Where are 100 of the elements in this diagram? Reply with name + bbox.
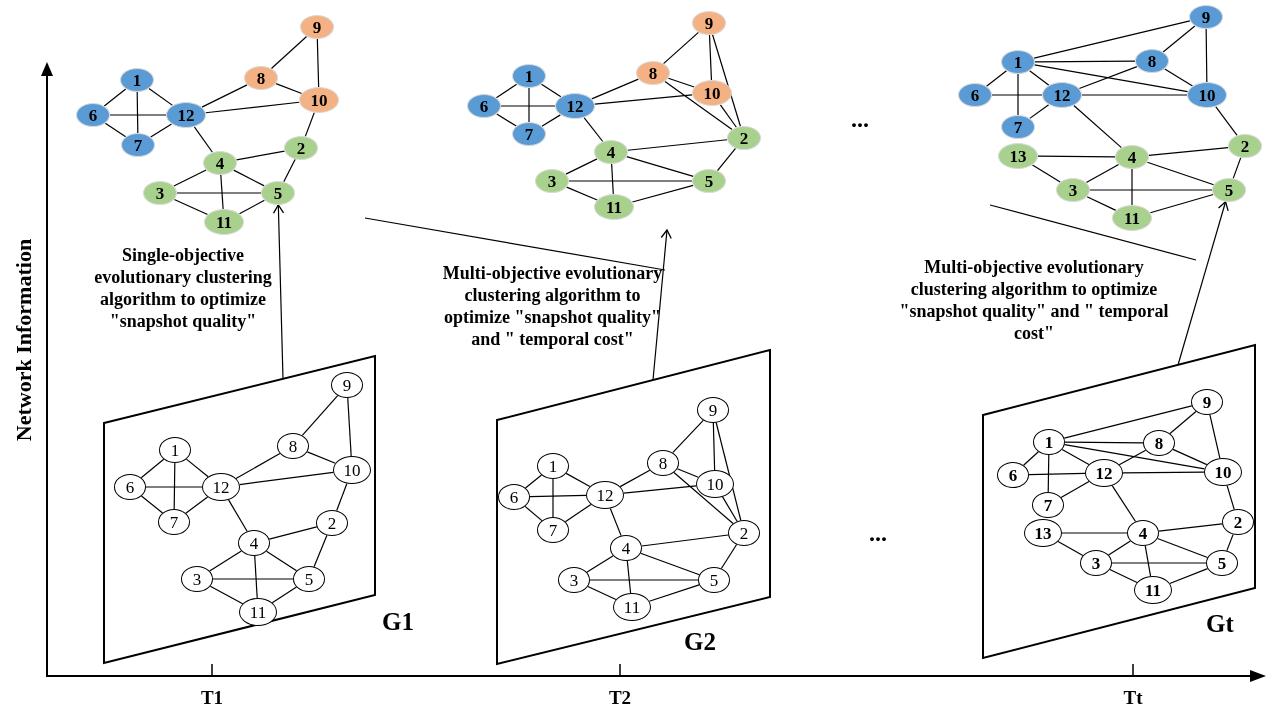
- connector-line: [1037, 155, 1116, 158]
- connector-line: [265, 550, 298, 572]
- connector-line: [589, 579, 699, 581]
- connector-line: [173, 462, 176, 510]
- connector-line: [720, 543, 738, 570]
- graph-node: 7: [512, 122, 546, 146]
- connector-line: [529, 494, 587, 498]
- connector-line: [1146, 161, 1215, 186]
- connector-line: [587, 585, 617, 601]
- connector-line: [283, 158, 296, 183]
- connector-line: [541, 114, 561, 127]
- connector-line: [552, 478, 554, 518]
- graph-label: Gt: [1206, 610, 1234, 638]
- graph-node: 5: [1212, 178, 1246, 202]
- connector-line: [1215, 106, 1238, 136]
- connector-line: [1144, 545, 1152, 577]
- graph-label: G2: [684, 628, 716, 656]
- graph-node: 8: [277, 433, 309, 459]
- graph-node: 10: [1204, 458, 1242, 486]
- connector-line: [173, 169, 207, 187]
- graph-node: 9: [300, 15, 334, 39]
- connector-line: [1108, 540, 1131, 556]
- graph-node: 6: [498, 484, 530, 510]
- connector-line: [301, 394, 339, 437]
- connector-line: [1169, 410, 1197, 435]
- connector-line: [1085, 163, 1120, 184]
- snapshot-plane: [983, 345, 1255, 658]
- connector-line: [631, 184, 694, 203]
- connector-line: [145, 486, 203, 488]
- graph-node: 10: [696, 470, 734, 498]
- arrow: [652, 229, 672, 381]
- connector-line: [1164, 68, 1194, 87]
- graph-node: 11: [1112, 205, 1152, 231]
- graph-node: 12: [586, 481, 624, 509]
- graph-node: 10: [333, 456, 371, 484]
- graph-node: 6: [114, 474, 146, 500]
- connector-line: [583, 117, 604, 143]
- connector-line: [227, 499, 248, 532]
- ellipsis: ...: [868, 522, 888, 544]
- graph-node: 11: [594, 194, 634, 220]
- connector-line: [1033, 20, 1191, 59]
- connector-line: [148, 87, 174, 106]
- connector-line: [238, 199, 266, 215]
- graph-node: 11: [204, 209, 244, 235]
- graph-node: 1: [537, 453, 569, 479]
- connector-line: [1149, 193, 1214, 214]
- connector-line: [212, 578, 294, 580]
- arrow: [1177, 201, 1229, 366]
- graph-node: 10: [1187, 82, 1227, 108]
- connector-line: [611, 163, 614, 195]
- connector-line: [619, 469, 651, 488]
- connector-line: [1086, 196, 1117, 211]
- connector-line: [985, 70, 1008, 87]
- connector-line: [722, 496, 738, 522]
- tick-label: T2: [607, 687, 633, 709]
- graph-node: 7: [158, 509, 190, 535]
- connector-line: [347, 397, 352, 457]
- connector-line: [609, 507, 622, 537]
- tick-label: T1: [199, 687, 225, 709]
- graph-node: 4: [1127, 520, 1159, 546]
- connector-line: [1029, 104, 1050, 119]
- graph-node: 4: [238, 530, 270, 556]
- connector-line: [568, 180, 693, 182]
- graph-node: 5: [692, 169, 726, 193]
- connector-line: [667, 77, 695, 88]
- graph-node: 4: [203, 151, 237, 175]
- graph-node: 8: [1143, 430, 1175, 456]
- connector-line: [1063, 405, 1193, 439]
- connector-line: [496, 113, 517, 127]
- connector-line: [1226, 533, 1234, 552]
- snapshot-plane: [497, 350, 770, 664]
- connector-line: [201, 84, 248, 108]
- graph-node: 3: [558, 567, 590, 593]
- algorithm-description: Single-objective evolutionary clustering algorithm to optimize "snapshot quality": [93, 244, 273, 332]
- graph-node: 12: [1042, 82, 1082, 108]
- graph-node: 3: [143, 181, 177, 205]
- connector-line: [209, 550, 242, 572]
- graph-node: 8: [1135, 49, 1169, 73]
- connector-line: [648, 584, 700, 602]
- graph-node: 1: [1033, 429, 1065, 455]
- connector-line: [235, 452, 281, 480]
- graph-node: 9: [692, 11, 726, 35]
- graph-node: 4: [1115, 145, 1149, 169]
- graph-node: 5: [293, 566, 325, 592]
- connector-line: [136, 91, 139, 134]
- connector-line: [1172, 448, 1208, 466]
- connector-line: [1028, 472, 1086, 476]
- graph-node: 4: [610, 535, 642, 561]
- connector-line: [1081, 94, 1188, 96]
- graph-node: 10: [299, 87, 339, 113]
- connector-line: [173, 198, 209, 216]
- connector-line: [626, 156, 694, 177]
- graph-node: 13: [998, 143, 1038, 169]
- graph-node: 3: [181, 566, 213, 592]
- connector-line: [712, 422, 716, 471]
- graph-node: 2: [1222, 509, 1254, 535]
- connector-line: [1029, 70, 1050, 86]
- connector-line: [1232, 157, 1242, 179]
- connector-line: [1109, 568, 1138, 584]
- graph-node: 1: [512, 64, 546, 88]
